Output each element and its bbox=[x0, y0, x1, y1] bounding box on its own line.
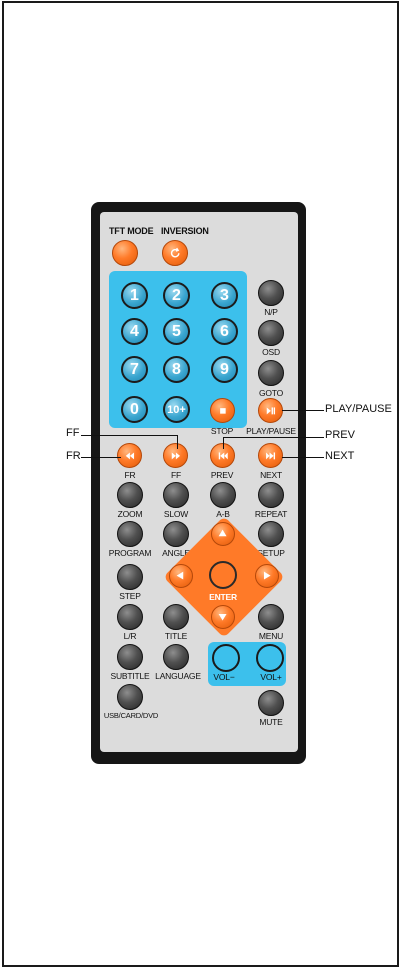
callout-next-text: NEXT bbox=[325, 450, 355, 462]
setup-button[interactable] bbox=[258, 521, 284, 547]
osd-label: OSD bbox=[262, 347, 280, 357]
setup-label: SETUP bbox=[257, 548, 285, 558]
down-button[interactable] bbox=[211, 605, 235, 629]
program-label: PROGRAM bbox=[108, 548, 152, 558]
rewind-icon bbox=[125, 452, 134, 459]
up-button[interactable] bbox=[211, 522, 235, 546]
number-key-2[interactable]: 2 bbox=[163, 282, 190, 309]
np-button[interactable] bbox=[258, 280, 284, 306]
stop-button[interactable] bbox=[210, 398, 235, 423]
callout-prev-text: PREV bbox=[325, 429, 355, 441]
step-label: STEP bbox=[119, 591, 141, 601]
mute-button[interactable] bbox=[258, 690, 284, 716]
number-key-0[interactable]: 0 bbox=[121, 396, 148, 423]
enter-label: ENTER bbox=[209, 592, 237, 602]
left-button[interactable] bbox=[169, 564, 193, 588]
next-label: NEXT bbox=[260, 470, 282, 480]
play-pause-button[interactable] bbox=[258, 398, 283, 423]
ab-button[interactable] bbox=[210, 482, 236, 508]
repeat-button[interactable] bbox=[258, 482, 284, 508]
language-label: LANGUAGE bbox=[155, 671, 201, 681]
stop-icon bbox=[219, 407, 226, 414]
goto-label: GOTO bbox=[258, 388, 284, 398]
language-button[interactable] bbox=[163, 644, 189, 670]
tft-mode-label: TFT MODE bbox=[109, 226, 154, 236]
previous-icon bbox=[218, 452, 228, 459]
mute-label: MUTE bbox=[259, 717, 283, 727]
ab-label: A-B bbox=[216, 509, 230, 519]
prev-button[interactable] bbox=[210, 443, 235, 468]
step-button[interactable] bbox=[117, 564, 143, 590]
title-button[interactable] bbox=[163, 604, 189, 630]
slow-label: SLOW bbox=[163, 509, 189, 519]
program-button[interactable] bbox=[117, 521, 143, 547]
callout-fr-text: FR bbox=[66, 450, 81, 462]
number-key-4[interactable]: 4 bbox=[121, 318, 148, 345]
tft-mode-button[interactable] bbox=[112, 240, 138, 266]
volume-up-button[interactable] bbox=[256, 644, 284, 672]
callout-ff-drop bbox=[177, 435, 178, 449]
right-button[interactable] bbox=[255, 564, 279, 588]
slow-button[interactable] bbox=[163, 482, 189, 508]
vol-minus-label: VOL− bbox=[213, 672, 235, 682]
lr-button[interactable] bbox=[117, 604, 143, 630]
fr-button[interactable] bbox=[117, 443, 142, 468]
angle-button[interactable] bbox=[163, 521, 189, 547]
osd-button[interactable] bbox=[258, 320, 284, 346]
repeat-label: REPEAT bbox=[254, 509, 288, 519]
callout-prev-drop bbox=[223, 437, 224, 449]
number-key-9[interactable]: 9 bbox=[211, 356, 238, 383]
play-pause-label: PLAY/PAUSE bbox=[246, 426, 296, 436]
callout-next-line bbox=[282, 457, 324, 458]
inversion-label: INVERSION bbox=[161, 226, 209, 236]
number-key-8[interactable]: 8 bbox=[163, 356, 190, 383]
menu-label: MENU bbox=[258, 631, 284, 641]
title-label: TITLE bbox=[164, 631, 188, 641]
zoom-button[interactable] bbox=[117, 482, 143, 508]
inversion-button[interactable] bbox=[162, 240, 188, 266]
callout-prev-line bbox=[223, 437, 324, 438]
number-key-10-plus[interactable]: 10+ bbox=[163, 396, 190, 423]
number-key-3[interactable]: 3 bbox=[211, 282, 238, 309]
enter-button[interactable] bbox=[209, 561, 237, 589]
fr-label: FR bbox=[124, 470, 136, 480]
callout-play-pause-line bbox=[282, 410, 324, 411]
ff-label: FF bbox=[171, 470, 181, 480]
callout-ff-line bbox=[81, 435, 178, 436]
usb-card-dvd-button[interactable] bbox=[117, 684, 143, 710]
subtitle-button[interactable] bbox=[117, 644, 143, 670]
callout-ff-text: FF bbox=[66, 427, 80, 439]
volume-down-button[interactable] bbox=[212, 644, 240, 672]
arrow-up-icon bbox=[219, 530, 227, 537]
menu-button[interactable] bbox=[258, 604, 284, 630]
zoom-label: ZOOM bbox=[117, 509, 143, 519]
usb-card-dvd-label: USB/CARD/DVD bbox=[103, 711, 159, 720]
goto-button[interactable] bbox=[258, 360, 284, 386]
arrow-down-icon bbox=[219, 614, 227, 621]
np-label: N/P bbox=[264, 307, 278, 317]
prev-label: PREV bbox=[210, 470, 234, 480]
arrow-left-icon bbox=[177, 572, 184, 580]
subtitle-label: SUBTITLE bbox=[110, 671, 150, 681]
rotate-icon bbox=[170, 247, 180, 258]
fast-forward-icon bbox=[171, 452, 180, 459]
play-pause-icon bbox=[266, 407, 275, 414]
number-key-5[interactable]: 5 bbox=[163, 318, 190, 345]
arrow-right-icon bbox=[264, 572, 271, 580]
next-button[interactable] bbox=[258, 443, 283, 468]
next-icon bbox=[265, 452, 275, 459]
number-key-7[interactable]: 7 bbox=[121, 356, 148, 383]
angle-label: ANGLE bbox=[162, 548, 190, 558]
ff-button[interactable] bbox=[163, 443, 188, 468]
vol-plus-label: VOL+ bbox=[260, 672, 282, 682]
stop-label: STOP bbox=[210, 426, 234, 436]
number-key-1[interactable]: 1 bbox=[121, 282, 148, 309]
number-key-6[interactable]: 6 bbox=[211, 318, 238, 345]
lr-label: L/R bbox=[123, 631, 137, 641]
callout-fr-line bbox=[81, 457, 121, 458]
callout-play-pause-text: PLAY/PAUSE bbox=[325, 403, 392, 415]
